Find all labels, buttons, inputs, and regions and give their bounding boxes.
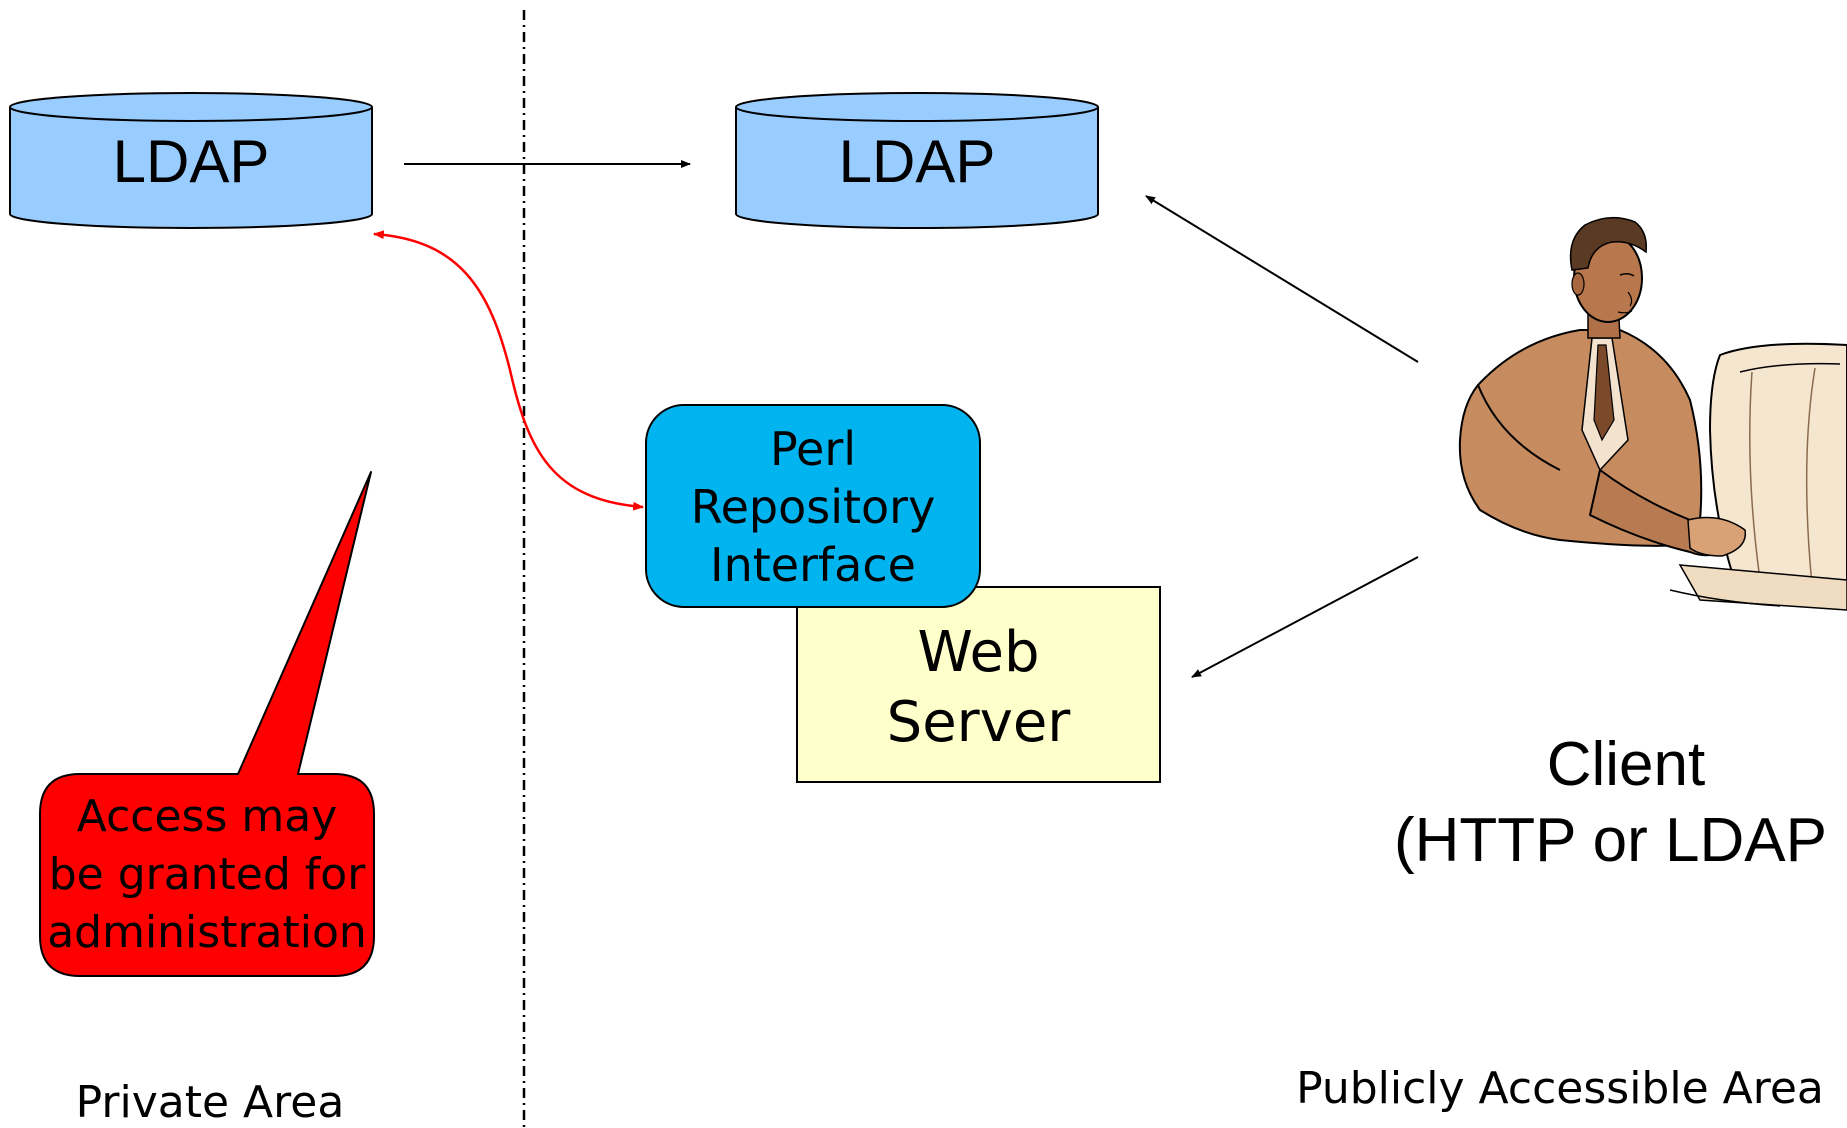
admin-callout-label: Access may be granted for administration [40, 788, 374, 962]
callout-line-1: Access may [76, 791, 338, 842]
private-area-label: Private Area [75, 1077, 345, 1128]
perl-interface-line-2: Repository [690, 480, 936, 534]
perl-interface-line-1: Perl [769, 422, 857, 476]
web-server-line-2: Server [886, 690, 1071, 755]
public-area-label: Publicly Accessible Area [1296, 1063, 1824, 1114]
ldap-private-cylinder [9, 92, 373, 229]
perl-interface-box [645, 404, 981, 608]
callout-line-2: be granted for [48, 849, 366, 900]
admin-access-arrow [372, 230, 645, 511]
client-line-2: (HTTP or LDAP [1394, 806, 1827, 875]
perl-interface-line-3: Interface [710, 538, 916, 592]
web-server-line-1: Web [917, 620, 1040, 685]
ldap-private-label: LDAP [112, 128, 270, 195]
perl-interface-label: Perl Repository Interface [646, 420, 980, 594]
callout-line-3: administration [47, 907, 367, 958]
admin-callout [39, 471, 375, 977]
ldap-public-cylinder [735, 92, 1099, 229]
client-line-1: Client [1546, 730, 1706, 799]
client-label: Client (HTTP or LDAP [1386, 727, 1847, 879]
web-server-label: Web Server [797, 618, 1160, 758]
client-to-ldap-arrow [1145, 195, 1419, 363]
person-at-computer-icon [1458, 216, 1847, 611]
web-server-box [796, 586, 1161, 783]
ldap-public-label: LDAP [838, 128, 996, 195]
client-to-web-arrow [1191, 556, 1419, 678]
